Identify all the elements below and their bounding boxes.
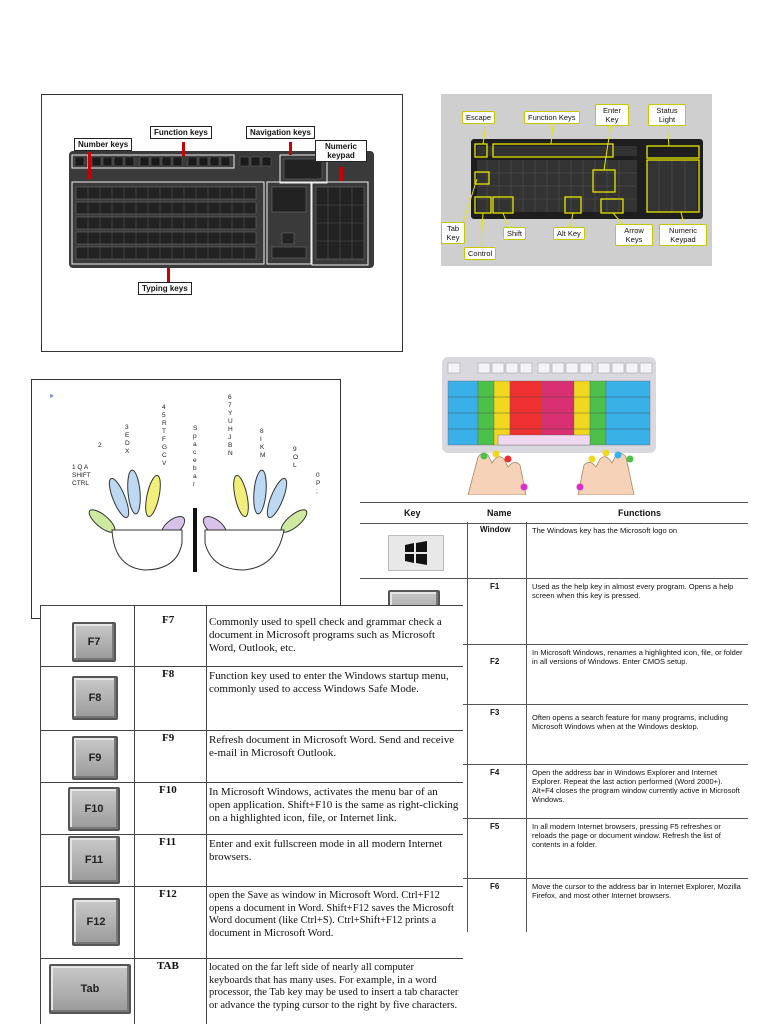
finger-placement-diagram: ▸ 1 Q A SHIFT CTRL 2 3 E D X 4 5 R T F G… (31, 379, 341, 619)
key-row-f10: F10 F10 In Microsoft Windows, activates … (41, 782, 463, 835)
key-cap: Tab (49, 964, 131, 1014)
func-name: F6 (490, 882, 500, 891)
key-name: F9 (162, 732, 175, 744)
label-escape: Escape (462, 111, 496, 124)
func-desc: In all modern Internet browsers, pressin… (532, 822, 721, 849)
label-alt-key: Alt Key (553, 227, 585, 240)
key-name: F10 (159, 784, 177, 796)
func-row-f3: F3 Often opens a search feature for many… (360, 704, 748, 765)
key-cap: F8 (72, 676, 118, 720)
key-name: TAB (157, 960, 179, 972)
func-row-f1: F1 Used as the help key in almost every … (360, 578, 748, 645)
func-name: F4 (490, 768, 500, 777)
func-row-window: Window The Windows key has the Microsoft… (360, 522, 748, 578)
key-name: F8 (162, 668, 175, 680)
finger-col-middle-left: 3 E D X (125, 424, 130, 455)
label-function-keys: Function keys (150, 126, 212, 139)
key-name: F11 (159, 836, 177, 848)
label-navigation-keys: Navigation keys (246, 126, 315, 139)
key-desc: located on the far left side of nearly a… (209, 962, 459, 1011)
finger-col-index-left: 4 5 R T F G C V (162, 404, 168, 467)
key-cap: F10 (68, 787, 120, 831)
key-name: F7 (162, 614, 175, 626)
func-row-f4: F4 Open the address bar in Windows Explo… (360, 764, 748, 819)
colored-keyboard-hands (438, 355, 660, 495)
header-functions: Functions (618, 508, 661, 518)
table-header: Key Name Functions (360, 502, 748, 524)
header-name: Name (487, 508, 512, 518)
func-desc: In Microsoft Windows, renames a highligh… (532, 648, 743, 666)
func-name: F5 (490, 822, 500, 831)
key-cap: F12 (72, 898, 120, 946)
label-typing-keys: Typing keys (138, 282, 192, 295)
key-desc: Commonly used to spell check and grammar… (209, 616, 442, 654)
finger-col-ring-left: 2 (98, 442, 102, 449)
keyboard-image-2 (460, 123, 703, 247)
func-desc: Open the address bar in Windows Explorer… (532, 768, 740, 804)
finger-col-pinky-right: 0 P ; (316, 472, 321, 495)
windows-logo-key (388, 535, 444, 571)
func-row-f5: F5 In all modern Internet browsers, pres… (360, 818, 748, 879)
finger-col-ring-right: 9 O L (293, 446, 299, 469)
key-cap: F9 (72, 736, 118, 780)
func-desc: Move the cursor to the address bar in In… (532, 882, 741, 900)
func-desc: Often opens a search feature for many pr… (532, 713, 728, 731)
func-desc: The Windows key has the Microsoft logo o… (532, 526, 678, 535)
key-desc: Refresh document in Microsoft Word. Send… (209, 734, 455, 759)
key-row-f8: F8 F8 Function key used to enter the Win… (41, 666, 463, 731)
key-desc: In Microsoft Windows, activates the menu… (209, 786, 459, 824)
func-name: F1 (490, 582, 500, 591)
keyboard-image-1 (69, 142, 374, 282)
key-row-f12: F12 F12 open the Save as window in Micro… (41, 886, 463, 959)
keyboard-diagram-1: Number keys Function keys Navigation key… (41, 94, 403, 352)
colored-keyboard-image (442, 357, 656, 495)
bullet-marker: ▸ (50, 391, 55, 400)
finger-col-middle-right: 8 I K M (260, 428, 266, 459)
label-status-light: Status Light (648, 104, 686, 126)
func-name: F2 (490, 657, 500, 666)
key-name: F12 (159, 888, 177, 900)
label-tab-key: Tab Key (441, 222, 465, 244)
func-name: F3 (490, 708, 500, 717)
key-row-f7: F7 F7 Commonly used to spell check and g… (41, 606, 463, 667)
finger-col-pinky-left: 1 Q A SHIFT CTRL (72, 464, 91, 487)
hands-illustration (88, 469, 308, 572)
label-enter-key: Enter Key (595, 104, 629, 126)
func-row-f2: F2 In Microsoft Windows, renames a highl… (360, 644, 748, 705)
func-row-f6: F6 Move the cursor to the address bar in… (360, 878, 748, 932)
key-row-f11: F11 F11 Enter and exit fullscreen mode i… (41, 834, 463, 887)
header-key: Key (404, 508, 421, 518)
keyboard-diagram-2: Escape Function Keys Enter Key Status Li… (441, 94, 712, 266)
finger-col-spacebar: S p a c e b a r (193, 425, 198, 488)
label-numeric-keypad-2: Numeric Keypad (659, 224, 707, 246)
label-shift: Shift (503, 227, 527, 240)
label-numeric-keypad: Numeric keypad (315, 140, 367, 162)
label-arrow-keys: Arrow Keys (615, 224, 653, 246)
windows-logo-icon (405, 541, 427, 565)
key-description-table: F7 F7 Commonly used to spell check and g… (40, 605, 463, 1024)
label-function-keys-2: Function Keys (524, 111, 580, 124)
key-desc: Function key used to enter the Windows s… (209, 670, 449, 695)
func-desc: Used as the help key in almost every pro… (532, 582, 734, 600)
finger-col-index-right: 6 7 Y U H J B N (228, 394, 233, 457)
func-name: Window (480, 525, 511, 534)
key-cap: F11 (68, 836, 120, 884)
key-desc: Enter and exit fullscreen mode in all mo… (209, 838, 443, 863)
key-row-tab: Tab TAB located on the far left side of … (41, 958, 463, 1024)
key-row-f9: F9 F9 Refresh document in Microsoft Word… (41, 730, 463, 783)
label-control: Control (464, 247, 497, 260)
key-cap: F7 (72, 622, 116, 662)
key-desc: open the Save as window in Microsoft Wor… (209, 890, 454, 939)
label-number-keys: Number keys (74, 138, 133, 151)
